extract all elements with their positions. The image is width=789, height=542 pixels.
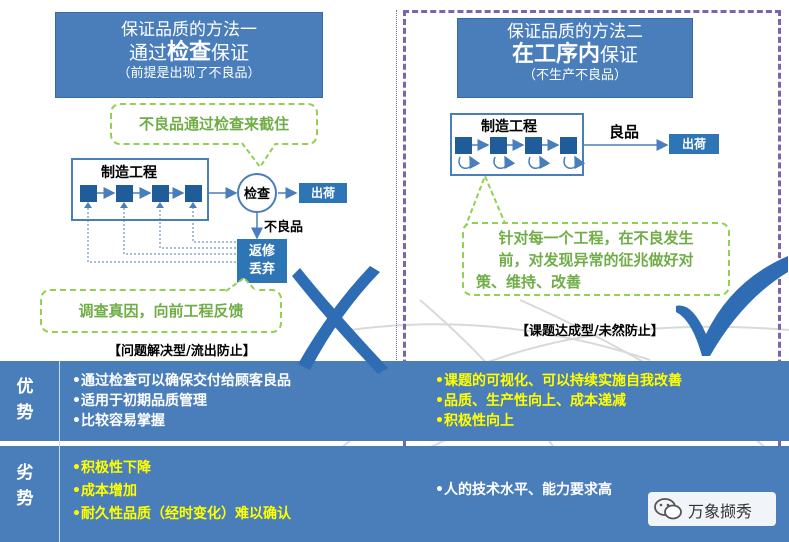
rework-label: 返修 [248,244,275,259]
right-step-3 [525,137,542,154]
right-disadvantages: •人的技术水平、能力要求高 [435,482,612,498]
left-top-callout-tail [241,142,277,169]
left-step-2 [116,185,133,202]
right-step-4 [560,137,577,154]
right-ship-box: 出荷 [669,134,719,154]
right-step-2 [490,137,507,154]
left-step-3 [152,185,169,202]
left-top-callout: 不良品通过检查来截住 [110,103,318,145]
watermark-badge: 万象撷秀 [648,492,776,526]
left-process-title: 制造工程 [101,165,157,181]
right-callout-tail [464,174,508,229]
left-type-tag: 【问题解决型/流出防止】 [108,344,256,359]
left-disadvantages: •积极性下降 •成本增加 •耐久性品质（经时变化）难以确认 [72,460,291,522]
inspection-node: 检查 [237,173,277,213]
right-title-line2: 在工序内保证 [511,42,639,67]
right-step-1 [455,137,472,154]
check-mark-icon [676,256,788,356]
wechat-icon [654,498,682,520]
left-title-line3: （前提是出现了不良品） [117,66,261,81]
right-title-line1: 保证品质的方法二 [507,22,643,42]
right-flow-arrows [458,139,669,170]
left-bottom-callout: 调查真因，向前工程反馈 [40,289,282,333]
advantage-band [0,361,789,441]
left-bottom-callout-tail [225,276,257,292]
defect-label: 不良品 [264,220,304,235]
cross-mark-icon [292,266,388,374]
left-title-line2: 通过检查保证 [128,40,250,65]
left-ship-box: 出荷 [299,183,347,203]
left-step-1 [80,185,97,202]
right-method-title: 保证品质的方法二 在工序内保证 （不生产不良品） [457,18,693,98]
left-flow-arrows [84,187,298,263]
right-type-tag: 【课题达成型/未然防止】 [516,324,664,339]
center-divider [396,10,397,360]
left-title-line1: 保证品质的方法一 [121,20,257,40]
disadvantage-label: 劣势 [16,463,34,509]
left-method-title: 保证品质的方法一 通过检查保证 （前提是出现了不良品） [55,12,323,98]
good-label: 良品 [609,123,640,141]
right-advantages: •课题的可视化、可以持续实施自我改善 •品质、生产性向上、成本递减 •积极性向上 [435,373,682,429]
left-step-4 [185,185,202,202]
band-column-divider [59,361,60,542]
right-process-title: 制造工程 [481,119,537,135]
discard-label: 丢弃 [248,262,275,277]
watermark-text: 万象撷秀 [688,502,753,521]
right-title-line3: （不生产不良品） [522,68,627,83]
right-callout: 针对每一个工程，在不良发生 前，对发现异常的征兆做好对 策、维持、改善 [462,222,730,296]
left-advantages: •通过检查可以确保交付给顾客良品 •适用于初期品质管理 •比较容易掌握 [72,373,291,429]
rework-discard-box: 返修 丢弃 [237,239,287,283]
advantage-label: 优势 [16,377,34,423]
